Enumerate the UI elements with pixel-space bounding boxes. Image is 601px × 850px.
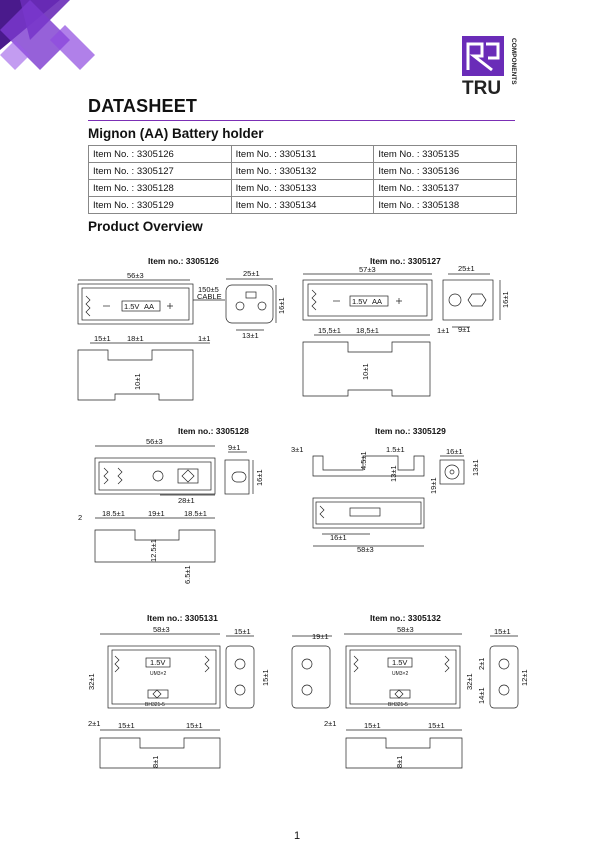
label-code: BH321-5 — [145, 702, 165, 708]
caption-3305132: Item no.: 3305132 — [370, 613, 441, 623]
label-cable: CABLE — [197, 292, 222, 301]
dim-side-h2: 6.5±1 — [183, 565, 192, 584]
dim-c: 15±1 — [428, 721, 445, 730]
dim-d: 13±1 — [389, 465, 398, 482]
dim-d: 8±1 — [395, 756, 404, 768]
dim-hole: 9±1 — [458, 325, 470, 334]
label-voltage: 1.5V — [392, 658, 407, 667]
table-row: Item No. : 3305129 Item No. : 3305134 It… — [88, 196, 517, 214]
dim-length: 56±3 — [127, 271, 144, 280]
dim-side-a: 15,5±1 — [318, 326, 341, 335]
label-aa: AA — [372, 297, 382, 306]
logo-subtext: COMPONENTS — [510, 38, 517, 85]
corner-decoration — [0, 0, 95, 70]
drawing-3305131: 58±3 1.5V UM3×2 BH321-5 32±1 15±1 15±1 2… — [87, 625, 270, 769]
dim-side-c: 1±1 — [198, 334, 210, 343]
dim-width: 15±1 — [234, 627, 251, 636]
drawing-3305132: 19±1 58±3 1.5V UM3×2 BH321-5 32±1 2±1 14… — [291, 625, 529, 769]
dim-side-a: 15±1 — [94, 334, 111, 343]
dim-length: 57±3 — [359, 265, 376, 274]
dim-height-2: 2±1 — [477, 658, 486, 670]
dim-height-4: 12±1 — [520, 669, 529, 686]
dim-inner: 28±1 — [178, 496, 195, 505]
dim-side-h: 10±1 — [361, 363, 370, 380]
dim-side-h: 10±1 — [133, 373, 142, 390]
dim-width: 25±1 — [243, 269, 260, 278]
dim-c: 15±1 — [186, 721, 203, 730]
label-voltage: 1.5V — [352, 297, 367, 306]
dim-d: 8±1 — [151, 756, 160, 768]
label-mark: UM3×2 — [392, 671, 408, 677]
drawing-3305129: 3±1 1.5±1 4.5±1 13±1 16±1 13±1 19±1 16±1… — [291, 445, 480, 554]
dim-inner: 16±1 — [330, 533, 347, 542]
caption-3305126: Item no.: 3305126 — [148, 256, 219, 266]
label-aa: AA — [144, 302, 154, 311]
dim-f: 13±1 — [471, 459, 480, 476]
caption-3305127: Item no.: 3305127 — [370, 256, 441, 266]
dim-height: 32±1 — [87, 673, 96, 690]
dim-a: 2±1 — [324, 719, 336, 728]
dim-width: 9±1 — [228, 443, 240, 452]
dim-height: 32±1 — [465, 673, 474, 690]
dim-a: 2±1 — [88, 719, 100, 728]
section-heading-product-overview: Product Overview — [88, 219, 203, 234]
table-cell: Item No. : 3305138 — [373, 196, 517, 214]
caption-3305129: Item no.: 3305129 — [375, 426, 446, 436]
table-cell: Item No. : 3305134 — [230, 196, 375, 214]
label-mark: UM3×2 — [150, 671, 166, 677]
dim-g: 19±1 — [429, 477, 438, 494]
caption-3305131: Item no.: 3305131 — [147, 613, 218, 623]
dim-hole: 13±1 — [242, 331, 259, 340]
dim-cable: 150±5 — [198, 285, 219, 294]
label-voltage: 1.5V — [150, 658, 165, 667]
dim-c: 1.5±1 — [386, 445, 405, 454]
page-number: 1 — [294, 830, 301, 842]
dim-side-a: 18.5±1 — [102, 509, 125, 518]
dim-e: 16±1 — [446, 447, 463, 456]
dim-height-2: 15±1 — [261, 669, 270, 686]
product-title: Mignon (AA) Battery holder — [88, 126, 264, 141]
dim-length: 56±3 — [146, 437, 163, 446]
dim-side-b: 18,5±1 — [356, 326, 379, 335]
dim-side-b: 18±1 — [127, 334, 144, 343]
label-voltage: 1.5V — [124, 302, 139, 311]
dim-height: 16±1 — [277, 297, 286, 314]
dim-a: 3±1 — [291, 445, 303, 454]
dim-side-c: 18.5±1 — [184, 509, 207, 518]
dim-height-3: 14±1 — [477, 687, 486, 704]
tru-components-logo: TRU COMPONENTS — [462, 36, 522, 100]
dim-side-b: 19±1 — [148, 509, 165, 518]
caption-3305128: Item no.: 3305128 — [178, 426, 249, 436]
dim-b: 15±1 — [118, 721, 135, 730]
item-number-table: Item No. : 3305126 Item No. : 3305131 It… — [88, 145, 517, 214]
title-rule — [88, 120, 515, 121]
dim-width-2: 15±1 — [494, 627, 511, 636]
dim-width: 25±1 — [458, 264, 475, 273]
drawing-3305126: 56±3 1.5V AA 150±5 CABLE 25±1 16±1 13±1 … — [77, 269, 286, 401]
dim-width: 19±1 — [312, 632, 329, 641]
table-cell: Item No. : 3305129 — [88, 196, 232, 214]
dim-length: 58±3 — [397, 625, 414, 634]
dim-b: 4.5±1 — [359, 451, 368, 470]
drawing-3305127: 57±3 1.5V AA 25±1 16±1 9±1 15,5±1 18,5±1… — [302, 264, 510, 397]
drawing-3305128: 56±3 28±1 9±1 16±1 2 18.5±1 19±1 18.5±1 … — [78, 437, 264, 584]
dim-length: 58±3 — [357, 545, 374, 554]
dim-b: 15±1 — [364, 721, 381, 730]
dim-s2: 2 — [78, 513, 82, 522]
label-code: BH321-5 — [388, 702, 408, 708]
dim-side-c: 1±1 — [437, 326, 449, 335]
logo-text: TRU — [462, 78, 501, 99]
dim-height: 16±1 — [501, 291, 510, 308]
page-title: DATASHEET — [88, 96, 198, 116]
table-row: Item No. : 3305127 Item No. : 3305132 It… — [88, 162, 517, 180]
dim-length: 58±3 — [153, 625, 170, 634]
dim-height: 16±1 — [255, 469, 264, 486]
dim-side-h: 12.5±1 — [149, 539, 158, 562]
